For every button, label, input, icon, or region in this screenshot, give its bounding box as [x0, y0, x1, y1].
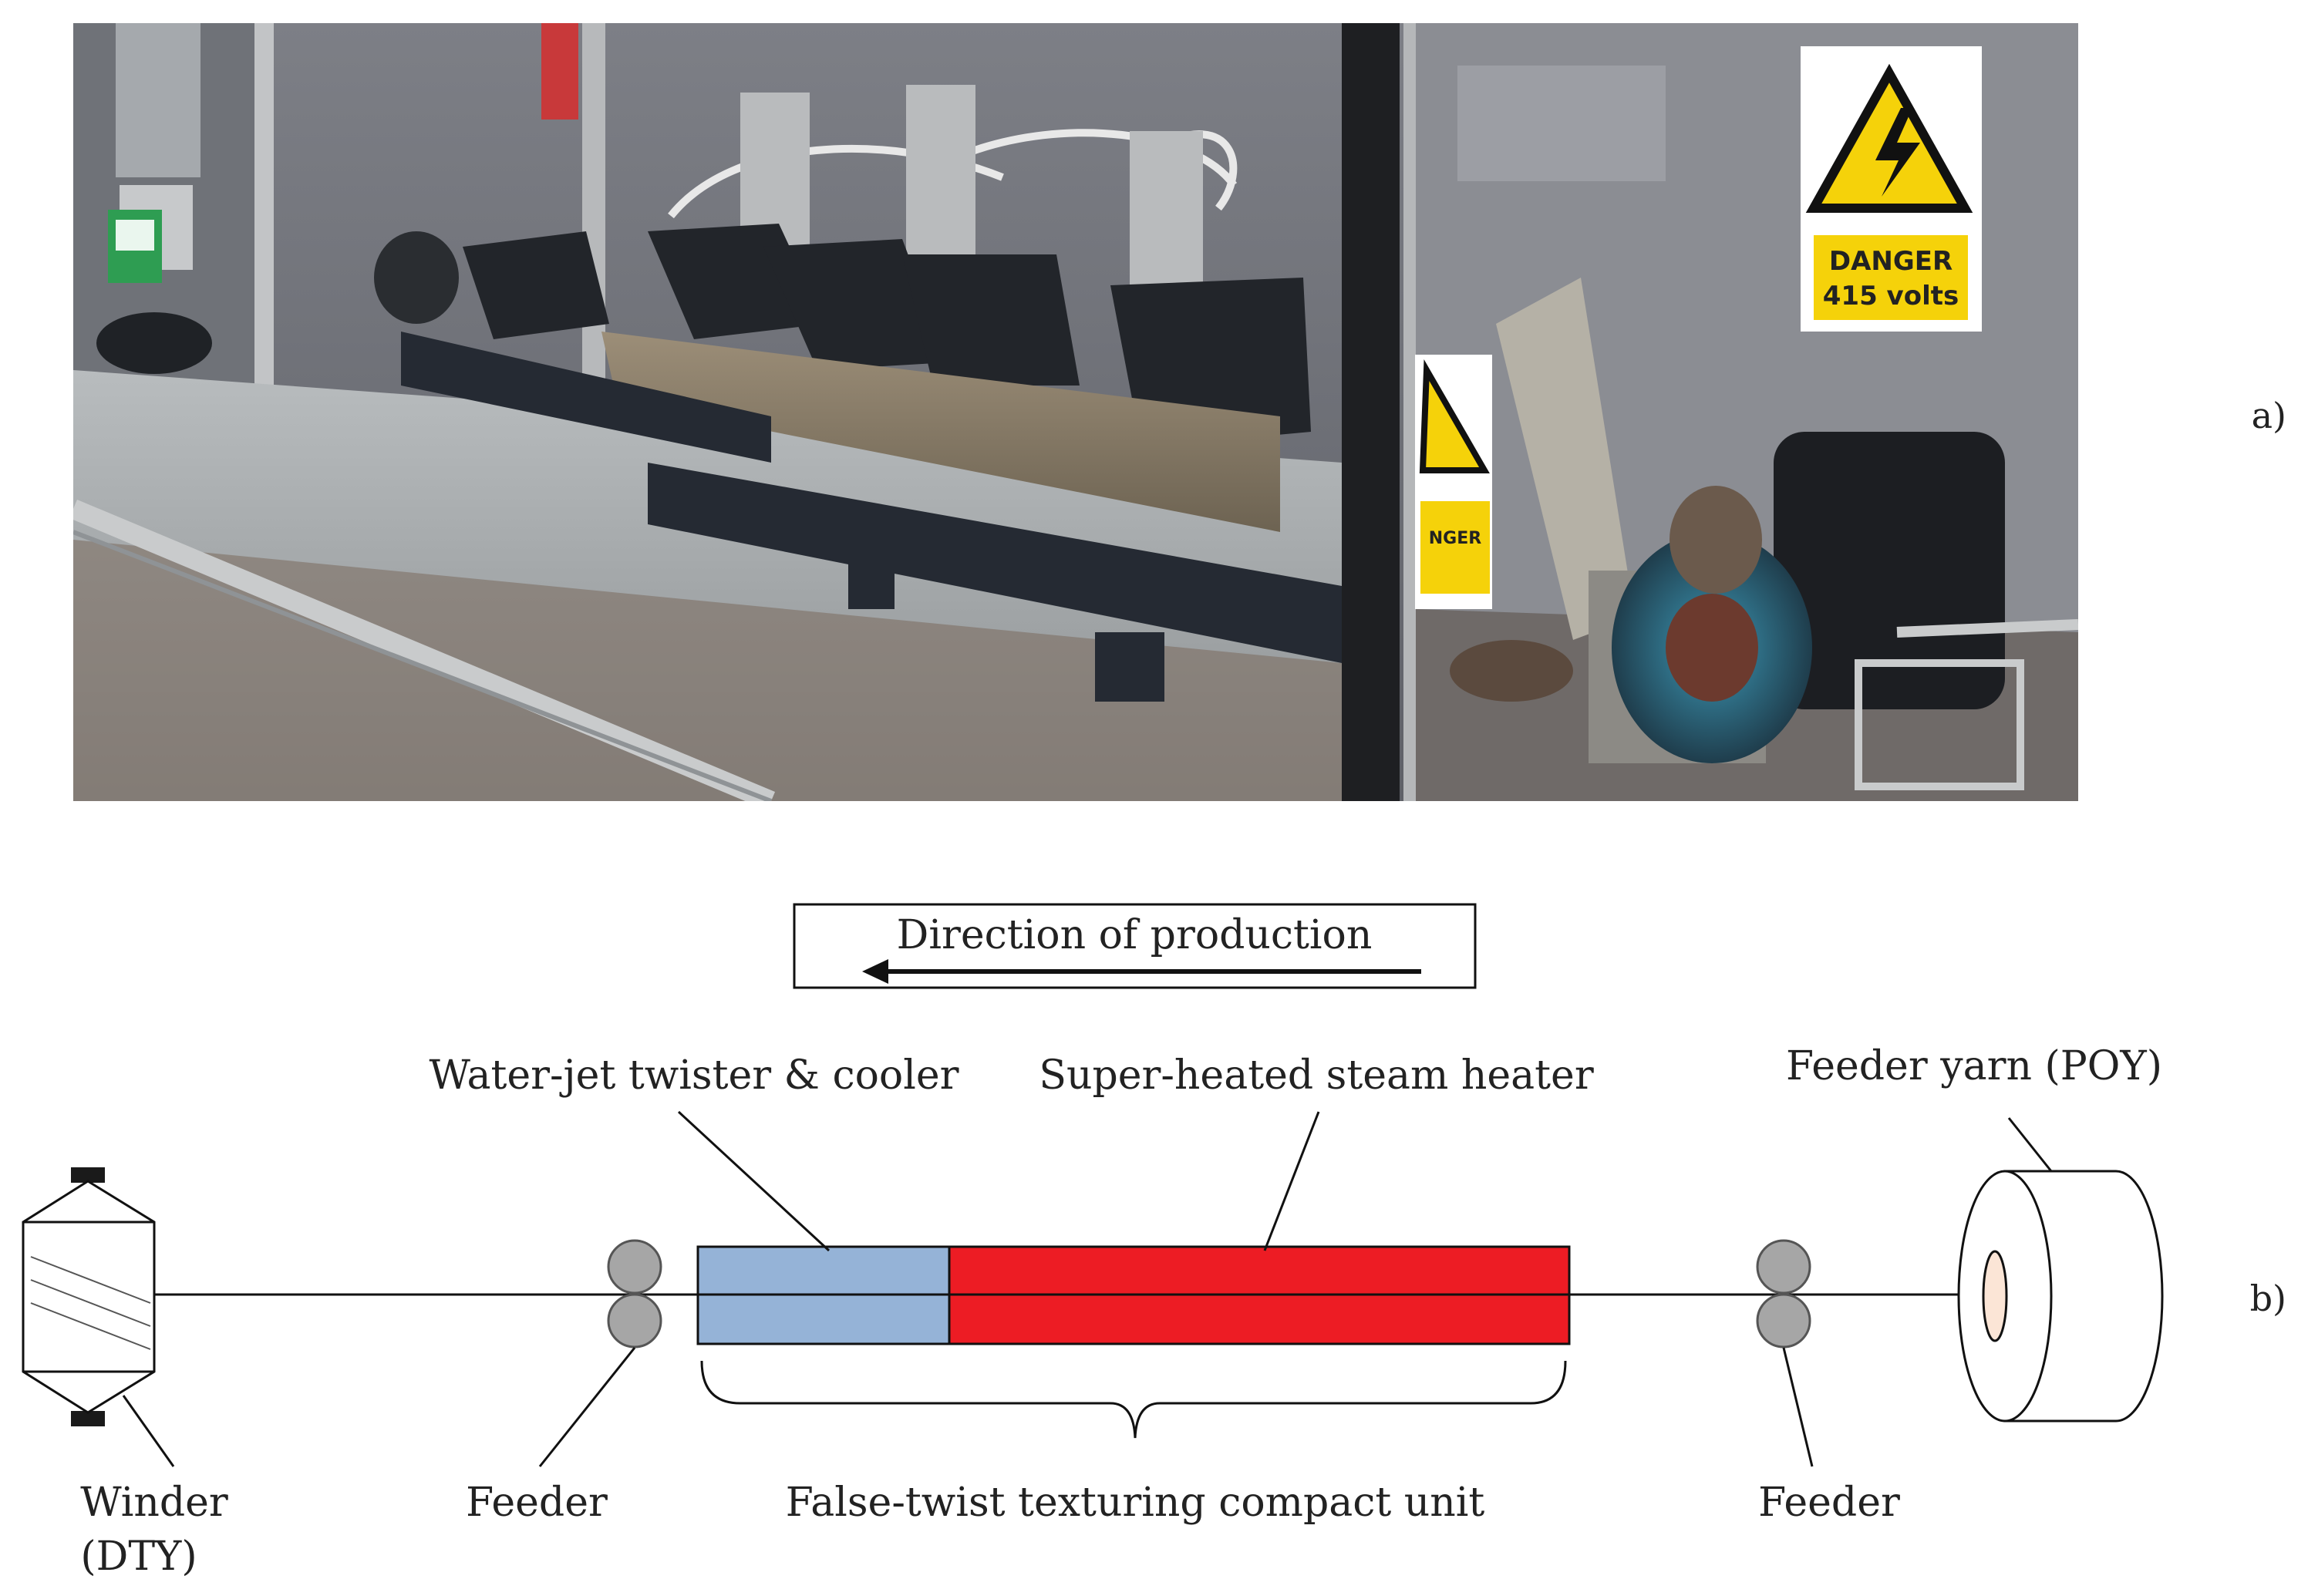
- label-winder-dty: (DTY): [80, 1534, 197, 1580]
- label-winder: Winder: [80, 1480, 228, 1526]
- danger-sign-line2: 415 volts: [1823, 281, 1959, 311]
- direction-arrow: [862, 959, 1421, 984]
- danger-sign-small-text: NGER: [1429, 529, 1481, 548]
- panel-label-b: b): [2250, 1278, 2286, 1319]
- winder-bobbin: [22, 1167, 156, 1426]
- feeder-yarn-bobbin: [1957, 1170, 2164, 1423]
- label-water-jet: Water-jet twister & cooler: [430, 1052, 959, 1099]
- red-warning-sign: [541, 23, 578, 120]
- process-schematic: Direction of production: [22, 903, 2164, 1580]
- danger-sign-line1: DANGER: [1829, 246, 1953, 277]
- label-steam-heater: Super-heated steam heater: [1039, 1052, 1593, 1099]
- feeder-right-rollers: [1756, 1239, 1811, 1349]
- label-feeder-yarn: Feeder yarn (POY): [1786, 1043, 2162, 1089]
- label-compact-unit: False-twist texturing compact unit: [786, 1480, 1485, 1526]
- panel-label-a: a): [2252, 395, 2286, 436]
- direction-label: Direction of production: [897, 912, 1373, 958]
- feeder-left-rollers: [607, 1239, 662, 1349]
- label-feeder-left: Feeder: [466, 1480, 608, 1526]
- label-feeder-right: Feeder: [1758, 1480, 1900, 1526]
- machine-photo: DANGER 415 volts NGER: [73, 23, 2078, 801]
- compact-unit-brace: [700, 1360, 1567, 1439]
